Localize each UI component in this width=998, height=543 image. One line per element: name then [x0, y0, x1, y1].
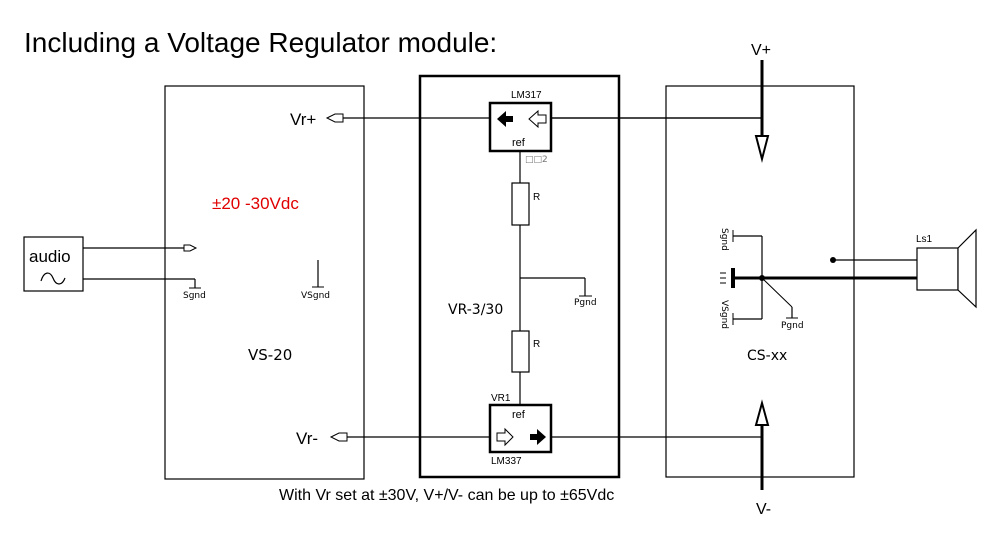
- vs-vsgnd-label: VSgnd: [301, 291, 330, 301]
- lm337-regulator: [488, 403, 553, 454]
- lm317-part-label: LM317: [511, 90, 542, 101]
- vr-plus-label: Vr+: [290, 110, 316, 129]
- speaker-body: [916, 247, 959, 291]
- v-minus-label: V-: [756, 501, 771, 518]
- cs-pgnd-wire: [761, 277, 793, 308]
- sine-wave-icon: [40, 272, 66, 285]
- cs-module-box: [665, 85, 855, 478]
- lm337-part-label: LM337: [491, 456, 522, 467]
- v-plus-label: V+: [751, 42, 771, 59]
- cs-vsgnd-label: VSgnd: [719, 300, 729, 329]
- v-minus-arrow-icon: [754, 399, 770, 426]
- lm337-ref-label: ref: [512, 409, 526, 421]
- vs-module-name: VS-20: [248, 346, 292, 364]
- vr-minus-port-icon: [329, 432, 348, 442]
- lm317-pin-note: □□2: [525, 155, 548, 165]
- lm337-input-arrow-icon: [496, 427, 514, 447]
- speaker-designator: Ls1: [916, 234, 933, 245]
- audio-source-label: audio: [29, 247, 71, 266]
- cs-pgnd-label: Pgnd: [781, 321, 804, 331]
- lm317-ref-label: ref: [512, 137, 526, 149]
- resistor-top-label: R: [533, 192, 540, 203]
- vr1-designator: VR1: [491, 393, 511, 404]
- vr-minus-label: Vr-: [296, 429, 318, 448]
- vr-plus-port-icon: [325, 113, 344, 123]
- lm317-input-arrow-icon: [528, 109, 547, 129]
- cs-sgnd-label: Sgnd: [719, 228, 729, 251]
- vr-pgnd-label: Pgnd: [574, 298, 597, 308]
- resistor-top: [511, 182, 530, 226]
- diagram-title: Including a Voltage Regulator module:: [24, 27, 497, 58]
- audio-source-box: [23, 236, 84, 292]
- cs-module-name: CS-xx: [747, 348, 787, 364]
- speaker-cone-icon: [957, 228, 977, 309]
- resistor-bottom: [511, 330, 530, 373]
- v-plus-arrow-icon: [754, 135, 770, 163]
- vs-voltage-note: ±20 -30Vdc: [212, 194, 299, 213]
- vs-module-box: [164, 85, 365, 480]
- footnote: With Vr set at ±30V, V+/V- can be up to …: [279, 487, 614, 504]
- audio-input-port-icon: [183, 244, 198, 252]
- vr-module-name: VR-3/30: [448, 302, 503, 318]
- resistor-bottom-label: R: [533, 339, 540, 350]
- vr-module-box: [418, 74, 621, 479]
- lm317-output-arrow-icon: [497, 111, 513, 127]
- lm337-output-arrow-icon: [530, 429, 546, 445]
- vs-sgnd-label: Sgnd: [183, 291, 206, 301]
